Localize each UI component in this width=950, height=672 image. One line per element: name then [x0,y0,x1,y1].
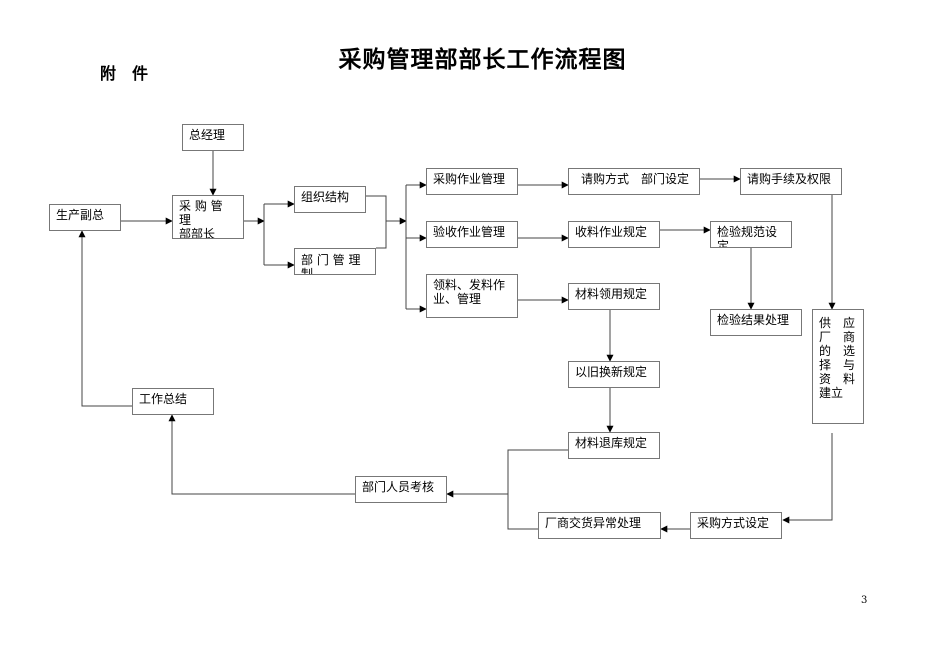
node-trade-in-rules: 以旧换新规定 [568,361,660,388]
page-number: 3 [861,595,868,606]
connector-return-anomaly-bracket [507,449,568,530]
node-request-method: 请购方式 部门设定 [568,168,700,195]
attachment-label: 附 件 [100,64,149,82]
node-purchase-method-setting: 采购方式设定 [690,512,782,539]
node-org-structure: 组织结构 [294,186,366,213]
connector-supplier-to-purchase-method [782,433,833,524]
node-material-usage-rules: 材料领用规定 [568,283,660,310]
node-staff-appraisal: 部门人员考核 [355,476,447,503]
node-vp-production: 生产副总 [49,204,121,231]
node-material-issue-ops: 领料、发料作 业、管理 [426,274,518,318]
node-inspection-standards: 检验规范设 定 [710,221,792,248]
node-request-procedures: 请购手续及权限 [740,168,842,195]
node-purchasing-ops: 采购作业管理 [426,168,518,195]
node-supplier-selection: 供 应 厂 商 的 选 择 与 资 料 建立 [812,309,864,424]
node-inspection-result: 检验结果处理 [710,309,802,336]
node-general-manager: 总经理 [182,124,244,151]
node-inspection-ops: 验收作业管理 [426,221,518,248]
node-supplier-anomaly: 厂商交货异常处理 [538,512,661,539]
node-purchasing-director: 采 购 管 理 部部长 [172,195,244,239]
connector-merge-bracket [366,195,387,249]
node-work-summary: 工作总结 [132,388,214,415]
page-title: 采购管理部部长工作流程图 [338,46,627,73]
node-material-return-rules: 材料退库规定 [568,432,660,459]
connector-summary-to-vp [78,230,132,407]
connector-appraisal-to-summary [168,414,355,495]
node-receiving-rules: 收料作业规定 [568,221,660,248]
node-dept-management-system: 部 门 管 理 制 度 [294,248,376,275]
